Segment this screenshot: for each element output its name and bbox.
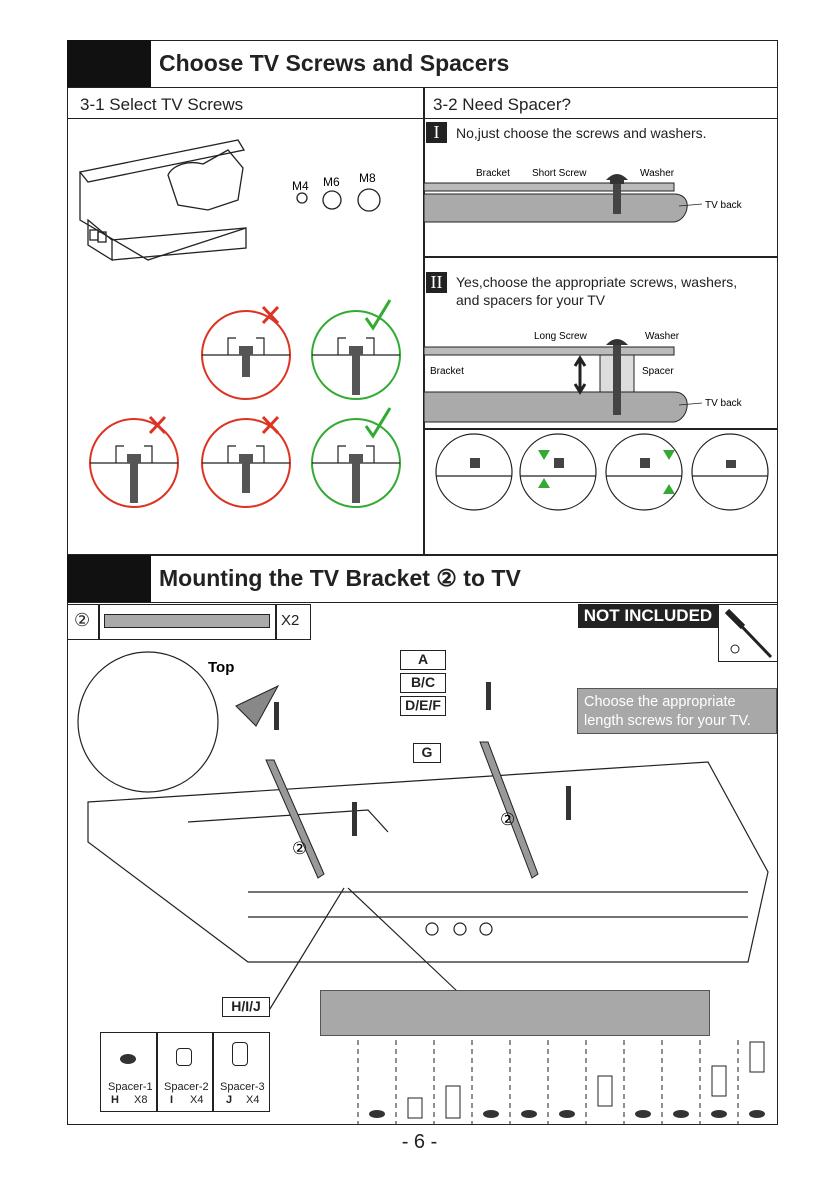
bracket-quantity: X2 bbox=[281, 612, 300, 629]
section-header-screws: Choose TV Screws and Spacers bbox=[67, 40, 778, 88]
size-m6: M6 bbox=[323, 175, 340, 189]
header-black-block bbox=[67, 40, 151, 87]
spacer-hij-box: H/I/J bbox=[222, 997, 270, 1017]
opt1-tv-back-label: TV back bbox=[705, 200, 743, 211]
screw-def-box: D/E/F bbox=[400, 696, 446, 716]
option-1-text: No,just choose the screws and washers. bbox=[456, 125, 707, 141]
part-divider-2 bbox=[275, 604, 277, 640]
bracket-part-box bbox=[67, 604, 311, 640]
option-2-text-line2: and spacers for your TV bbox=[456, 292, 606, 308]
size-m4: M4 bbox=[292, 179, 309, 193]
section-title-2: Mounting the TV Bracket ② to TV bbox=[159, 565, 521, 591]
header-black-block-2 bbox=[67, 555, 151, 602]
spacer-combination-banner bbox=[320, 990, 710, 1036]
screw-a-box: A bbox=[400, 650, 446, 670]
option-2-diagram: Long Screw Washer Bracket Spacer TV back bbox=[424, 331, 743, 423]
spacer-legend bbox=[100, 1032, 270, 1112]
spacer-combination-table bbox=[357, 1040, 765, 1124]
column-header-row bbox=[67, 88, 778, 119]
spacer-1-code: H bbox=[111, 1094, 119, 1106]
spacer-1-name: Spacer-1 bbox=[108, 1081, 153, 1093]
option-1-diagram: Bracket Short Screw Washer TV back bbox=[424, 168, 743, 223]
screwdriver-box bbox=[718, 604, 778, 662]
option2-divider bbox=[424, 428, 778, 430]
section-title: Choose TV Screws and Spacers bbox=[159, 50, 510, 76]
opt1-bracket-label: Bracket bbox=[476, 168, 510, 179]
screwdriver-icon bbox=[724, 608, 773, 659]
spacer-3-name: Spacer-3 bbox=[220, 1081, 265, 1093]
opt2-washer-label: Washer bbox=[645, 331, 680, 342]
mounting-diagram: Top ② ② bbox=[77, 651, 769, 1013]
spacer-1-icon bbox=[120, 1054, 136, 1064]
option-2-marker: II bbox=[426, 272, 447, 293]
spacer-2-icon bbox=[176, 1048, 192, 1066]
spacer-2-qty: X4 bbox=[190, 1094, 204, 1106]
legend-divider-2 bbox=[212, 1032, 214, 1112]
top-label: Top bbox=[208, 659, 234, 676]
bracket-icon bbox=[104, 614, 270, 628]
opt1-short-screw-label: Short Screw bbox=[532, 168, 587, 179]
size-m8: M8 bbox=[359, 171, 376, 185]
select-screws-title: 3-1 Select TV Screws bbox=[80, 95, 244, 114]
opt2-tv-back-label: TV back bbox=[705, 398, 743, 409]
screw-bc-box: B/C bbox=[400, 673, 446, 693]
option-2-text-line1: Yes,choose the appropriate screws, washe… bbox=[456, 274, 738, 290]
screw-length-callout: Choose the appropriate length screws for… bbox=[577, 688, 777, 734]
callout-line1: Choose the appropriate bbox=[584, 694, 736, 710]
opt2-bracket-label: Bracket bbox=[430, 366, 464, 377]
spacer-3-qty: X4 bbox=[246, 1094, 260, 1106]
washer-g-box: G bbox=[413, 743, 441, 763]
spacer-1-qty: X8 bbox=[134, 1094, 148, 1106]
option-divider bbox=[424, 256, 778, 258]
spacer-3-code: J bbox=[226, 1094, 233, 1106]
bracket-mark-right: ② bbox=[500, 810, 515, 829]
bracket-mark-left: ② bbox=[292, 839, 307, 858]
spacer-selection-circles bbox=[435, 433, 769, 511]
callout-line2: length screws for your TV. bbox=[584, 713, 751, 729]
spacer-3-icon bbox=[232, 1042, 248, 1066]
spacer-2-code: I bbox=[170, 1094, 174, 1106]
not-included-badge: NOT INCLUDED bbox=[578, 604, 718, 628]
section-header-mounting: Mounting the TV Bracket ② to TV bbox=[67, 555, 778, 603]
need-spacer-title: 3-2 Need Spacer? bbox=[433, 95, 571, 114]
page-number: - 6 - bbox=[401, 1131, 438, 1153]
select-screws-illustration: M4 M6 M8 bbox=[78, 139, 401, 508]
part-divider-1 bbox=[98, 604, 100, 640]
opt2-long-screw-label: Long Screw bbox=[534, 331, 588, 342]
bracket-number: ② bbox=[74, 610, 91, 630]
column-divider bbox=[423, 88, 425, 554]
spacer-2-name: Spacer-2 bbox=[164, 1081, 209, 1093]
opt1-washer-label: Washer bbox=[640, 168, 675, 179]
legend-divider-1 bbox=[156, 1032, 158, 1112]
opt2-spacer-label: Spacer bbox=[642, 366, 674, 377]
option-1-marker: I bbox=[426, 122, 447, 143]
section-separator bbox=[67, 554, 778, 556]
